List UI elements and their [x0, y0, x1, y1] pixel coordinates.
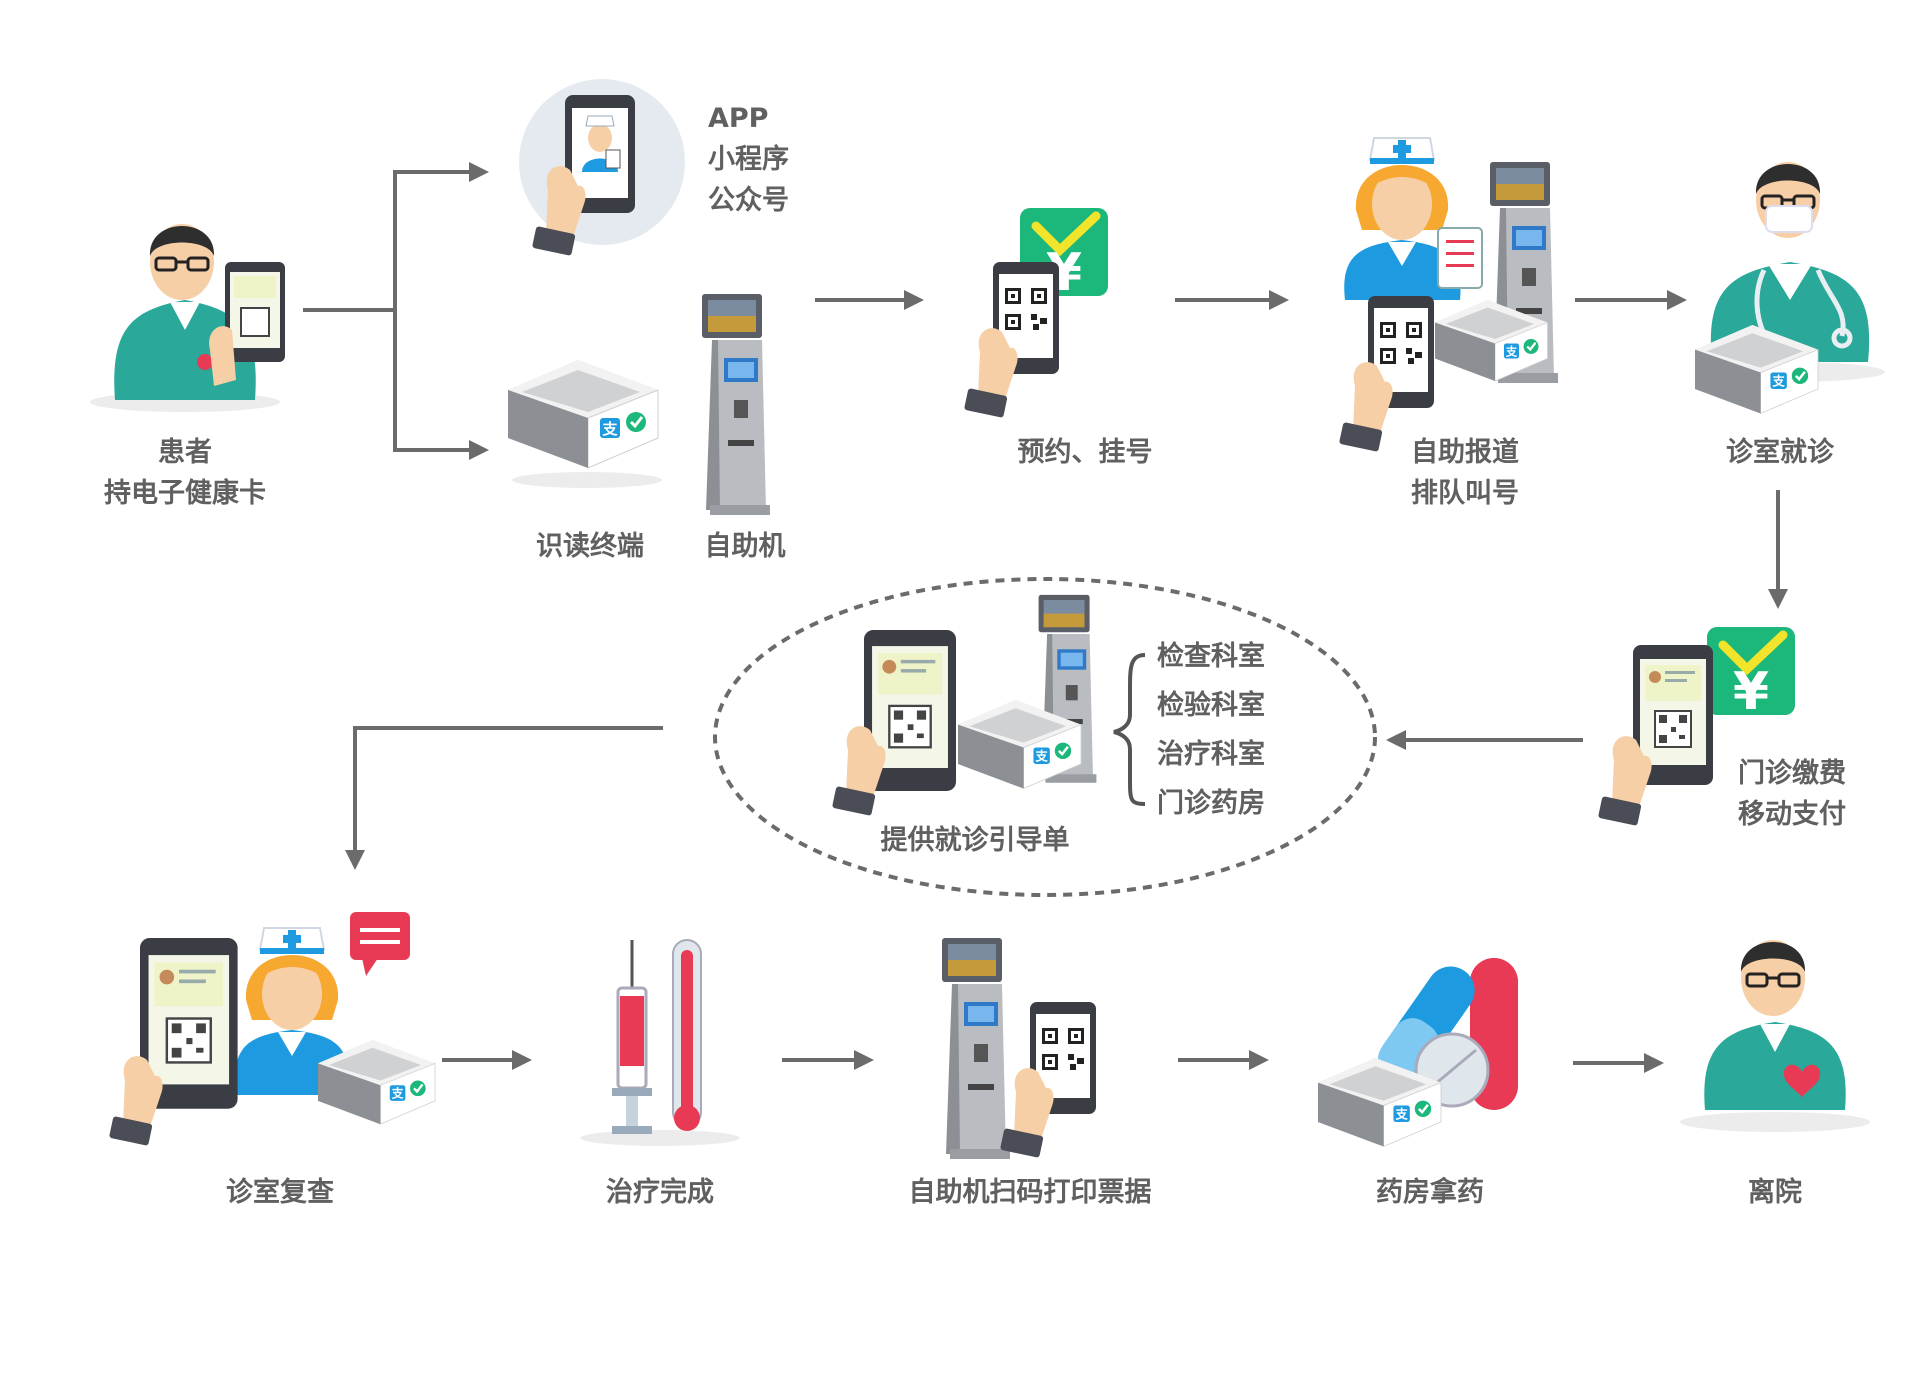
label-reader: 识读终端	[536, 531, 644, 562]
syringe-thermometer-icon	[580, 939, 740, 1146]
guide-dashed-ellipse	[713, 577, 1377, 897]
label-kiosk: 自助机	[704, 531, 786, 562]
qr-phone-yuan-icon	[963, 208, 1108, 418]
label-consult: 诊室就诊	[1726, 437, 1834, 468]
label-treatment-done: 治疗完成	[606, 1177, 714, 1208]
nurse-kiosk-icon	[1338, 137, 1558, 452]
patient-with-phone-icon	[90, 222, 285, 412]
label-patient: 患者 持电子健康卡	[104, 437, 266, 509]
label-guide: 提供就诊引导单	[880, 825, 1070, 856]
phone-kiosk-reader-icon	[831, 594, 1097, 816]
label-checkin: 自助报道 排队叫号	[1411, 437, 1519, 509]
phone-app-icon	[519, 79, 685, 256]
label-departments: 检查科室 检验科室 治疗科室 门诊药房	[1157, 641, 1265, 819]
pills-reader-icon	[1316, 958, 1518, 1148]
doctor-reader-icon	[1693, 160, 1885, 415]
card-reader-terminal-icon	[506, 358, 662, 488]
connector-arrows	[303, 162, 1788, 1073]
nurse-phone-reader-icon	[108, 912, 437, 1146]
patient-heart-icon	[1680, 938, 1870, 1132]
self-service-kiosk-icon	[702, 294, 770, 515]
departments-bracket	[1113, 653, 1146, 806]
label-recheck: 诊室复查	[226, 1177, 334, 1208]
label-pharmacy: 药房拿药	[1376, 1177, 1484, 1208]
label-payment: 门诊缴费 移动支付	[1738, 758, 1846, 830]
label-print-receipt: 自助机扫码打印票据	[908, 1177, 1152, 1208]
label-channels: APP 小程序 公众号	[708, 103, 789, 216]
label-register: 预约、挂号	[1017, 437, 1153, 468]
label-leave: 离院	[1748, 1177, 1802, 1208]
kiosk-qr-phone-icon	[942, 938, 1096, 1159]
